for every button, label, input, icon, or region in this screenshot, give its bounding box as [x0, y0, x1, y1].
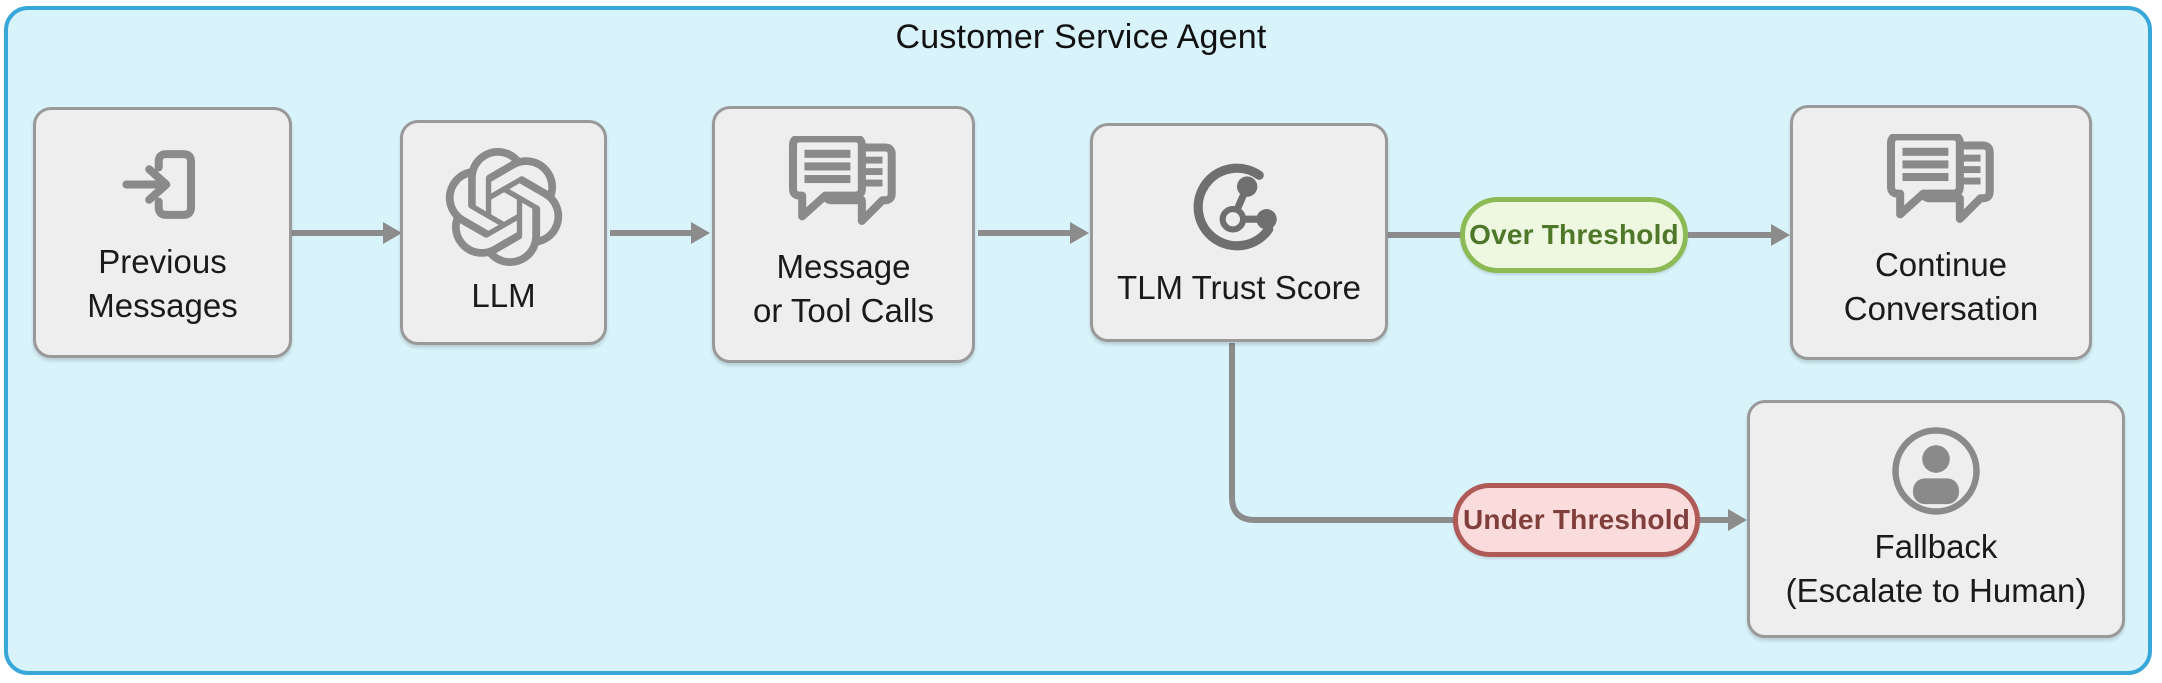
edge-label-under-threshold: Under Threshold — [1453, 483, 1700, 557]
trust-score-icon — [1193, 163, 1277, 251]
node-label-line: Previous — [98, 243, 227, 281]
node-label-line: (Escalate to Human) — [1785, 572, 2087, 609]
node-label-line: or Tool Calls — [753, 292, 934, 329]
edge-label-over-threshold: Over Threshold — [1460, 197, 1688, 273]
node-label-line: LLM — [471, 276, 536, 314]
node-label-line: Fallback — [1874, 528, 1998, 566]
node-tlm-trust-score: TLM Trust Score — [1090, 123, 1388, 342]
login-icon — [115, 137, 210, 232]
node-previous-messages: Previous Messages — [33, 107, 292, 358]
chat-bubbles-icon — [788, 136, 896, 226]
node-label-line: Conversation — [1843, 290, 2039, 327]
node-continue-conversation: Continue Conversation — [1790, 105, 2092, 360]
node-message-or-tool-calls: Message or Tool Calls — [712, 106, 975, 363]
node-label-line: Continue — [1874, 246, 2008, 284]
person-icon — [1892, 427, 1980, 516]
edge-label-text: Under Threshold — [1462, 504, 1690, 535]
node-label-line: Messages — [87, 287, 238, 324]
openai-logo-icon — [445, 147, 562, 266]
chat-bubbles-icon — [1886, 134, 1994, 224]
node-llm: LLM — [400, 120, 607, 345]
edge-label-text: Over Threshold — [1469, 219, 1679, 250]
diagram-title: Customer Service Agent — [895, 18, 1267, 56]
node-label-line: Message — [776, 248, 911, 286]
node-fallback: Fallback (Escalate to Human) — [1747, 400, 2125, 638]
node-label-line: TLM Trust Score — [1117, 268, 1361, 306]
